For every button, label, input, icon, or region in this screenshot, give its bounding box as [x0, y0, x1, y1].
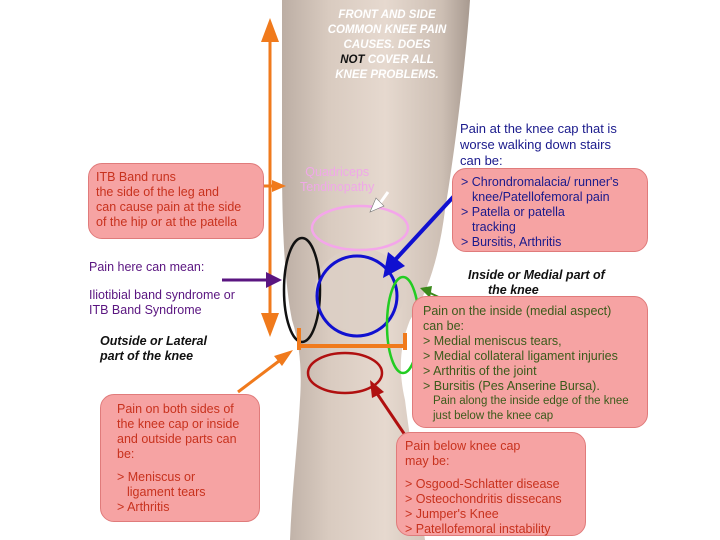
- kneecap-heading-line: can be:: [460, 153, 503, 168]
- itb-line: the side of the leg and: [96, 185, 220, 199]
- below-spacer: [405, 469, 585, 477]
- medial-line: > Medial meniscus tears,: [423, 334, 562, 348]
- both-sides-line: > Meniscus or: [117, 470, 196, 484]
- quadriceps-line: Quadriceps: [305, 165, 370, 179]
- medial-line: Pain on the inside (medial aspect): [423, 304, 612, 318]
- kneecap-item: knee/Patellofemoral pain: [472, 190, 610, 204]
- below-kneecap-box: Pain below knee cap may be: > Osgood-Sch…: [396, 432, 586, 536]
- quadriceps-line: Tendinopathy: [300, 180, 375, 194]
- kneecap-item: > Chrondromalacia/ runner's: [461, 175, 619, 189]
- below-line: Pain below knee cap: [405, 439, 521, 453]
- medial-line: can be:: [423, 319, 465, 333]
- title-line: FRONT AND SIDE: [338, 9, 436, 21]
- both-sides-line: and outside parts can: [117, 432, 237, 446]
- both-sides-line: Pain on both sides of: [117, 402, 234, 416]
- lateral-pain-heading: Pain here can mean:: [89, 260, 205, 274]
- itb-band-box: ITB Band runs the side of the leg and ca…: [88, 163, 264, 239]
- both-sides-line: ligament tears: [127, 485, 206, 499]
- lateral-pain-line: ITB Band Syndrome: [89, 303, 202, 317]
- lateral-ellipse: [282, 236, 322, 344]
- medial-line: > Arthritis of the joint: [423, 364, 537, 378]
- medial-line: > Medial collateral ligament injuries: [423, 349, 618, 363]
- title-not: NOT: [340, 54, 365, 66]
- kneecap-heading: Pain at the knee cap that is worse walki…: [460, 121, 617, 169]
- medial-label-line: the knee: [488, 283, 539, 297]
- itb-line: can cause pain at the side: [96, 200, 242, 214]
- kneecap-item: > Bursitis, Arthritis: [461, 235, 562, 249]
- kneecap-heading-line: Pain at the knee cap that is: [460, 121, 617, 136]
- lateral-pain-line: Iliotibial band syndrome or: [89, 288, 235, 302]
- medial-causes-box: Pain on the inside (medial aspect) can b…: [412, 296, 648, 428]
- below-kneecap-ellipse: [306, 351, 384, 395]
- title-line: KNEE PROBLEMS.: [335, 69, 439, 81]
- kneecap-circle: [315, 254, 399, 338]
- both-sides-line: > Arthritis: [117, 500, 170, 514]
- medial-line: Pain along the inside edge of the knee: [433, 395, 629, 407]
- kneecap-causes-box: > Chrondromalacia/ runner's knee/Patello…: [452, 168, 648, 252]
- both-sides-line: be:: [117, 447, 135, 461]
- kneecap-heading-line: worse walking down stairs: [460, 137, 612, 152]
- title-line: COMMON KNEE PAIN: [327, 24, 447, 36]
- medial-label-line: Inside or Medial part of: [468, 268, 605, 282]
- medial-line: > Bursitis (Pes Anserine Bursa).: [423, 379, 600, 393]
- kneecap-item: tracking: [472, 220, 516, 234]
- itb-line: ITB Band runs: [96, 170, 176, 184]
- below-line: > Jumper's Knee: [405, 507, 499, 521]
- kneecap-shading: [315, 248, 405, 332]
- medial-part-label: Inside or Medial part of the knee: [468, 268, 605, 298]
- title-line: COVER ALL: [364, 54, 434, 66]
- both-sides-spacer: [117, 462, 259, 470]
- darkred-arrow: [370, 380, 407, 436]
- orange-joint-arrow: [237, 350, 293, 394]
- quadriceps-label: Quadriceps Tendinopathy: [300, 165, 374, 195]
- purple-arrow: [222, 272, 282, 288]
- joint-line-bracket: [297, 328, 407, 350]
- both-sides-box: Pain on both sides of the knee cap or in…: [100, 394, 260, 522]
- below-line: may be:: [405, 454, 450, 468]
- title-line: CAUSES. DOES: [343, 39, 431, 51]
- medial-line: just below the knee cap: [433, 410, 554, 422]
- lateral-label-line: part of the knee: [100, 349, 194, 363]
- below-line: > Osteochondritis dissecans: [405, 492, 562, 506]
- lateral-label-line: Outside or Lateral: [100, 334, 207, 348]
- below-line: > Patellofemoral instability: [405, 522, 551, 536]
- quadriceps-ellipse: [310, 204, 410, 252]
- quadriceps-arrow-icon: [369, 191, 390, 213]
- lateral-part-label: Outside or Lateral part of the knee: [100, 334, 207, 364]
- diagram-title: FRONT AND SIDE COMMON KNEE PAIN CAUSES. …: [312, 8, 462, 83]
- lateral-pain-text: Iliotibial band syndrome or ITB Band Syn…: [89, 288, 235, 318]
- blue-arrow: [383, 193, 457, 278]
- both-sides-line: the knee cap or inside: [117, 417, 240, 431]
- below-line: > Osgood-Schlatter disease: [405, 477, 560, 491]
- kneecap-item: > Patella or patella: [461, 205, 565, 219]
- itb-line: of the hip or at the patella: [96, 215, 238, 229]
